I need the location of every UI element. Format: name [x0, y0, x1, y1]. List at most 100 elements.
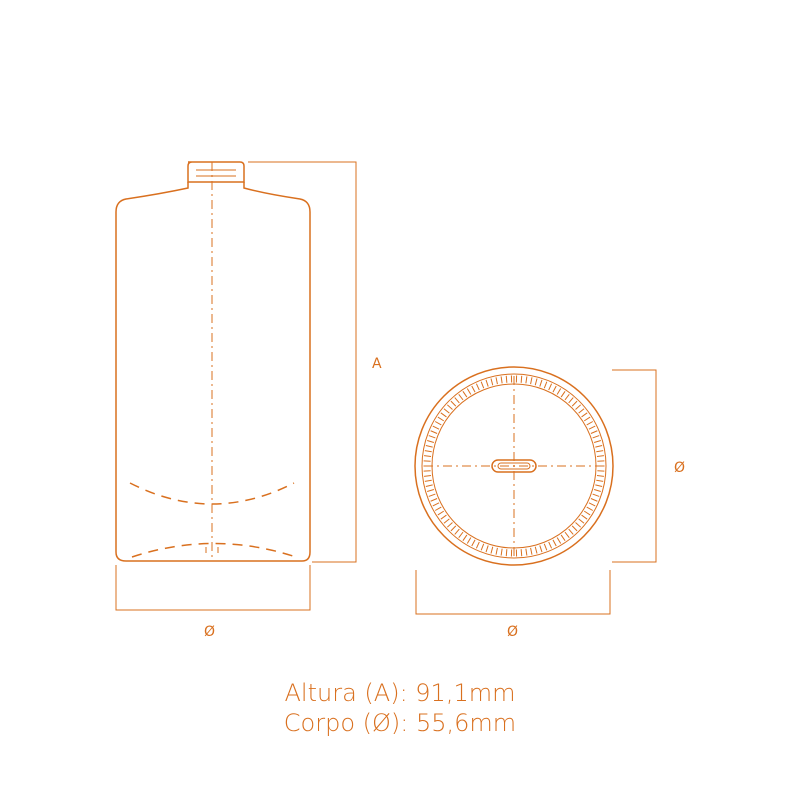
knurl-tooth — [450, 400, 457, 407]
knurl-tooth — [466, 537, 472, 544]
knurl-tooth — [490, 378, 494, 386]
knurl-tooth — [454, 528, 460, 535]
knurl-tooth — [434, 506, 442, 511]
knurl-tooth — [525, 376, 528, 384]
base-punt-curve — [131, 542, 297, 558]
knurl-tooth — [595, 445, 603, 448]
knurl-tooth — [480, 381, 485, 389]
bottle-top-view: Ø Ø — [414, 366, 685, 640]
knurl-tooth — [500, 548, 503, 556]
height-spec: Altura (A): 91,1mm — [284, 679, 516, 707]
knurl-tooth — [424, 455, 432, 457]
knurl-tooth — [427, 440, 435, 443]
knurl-tooth — [428, 435, 436, 439]
top-ring-outer — [421, 373, 607, 559]
knurl-tooth — [586, 421, 594, 426]
knurl-tooth — [548, 541, 553, 549]
top-center-slot — [491, 459, 537, 473]
knurl-tooth — [588, 425, 596, 430]
knurl-tooth — [424, 450, 432, 453]
knurl-tooth — [556, 537, 562, 544]
knurl-tooth — [430, 498, 438, 502]
knurl-tooth — [432, 425, 440, 430]
top-height-dimension-line — [612, 369, 657, 563]
knurl-tooth — [437, 510, 445, 516]
knurl-tooth — [450, 525, 457, 532]
knurl-tooth — [575, 522, 582, 528]
knurl-tooth — [564, 394, 570, 401]
knurl-tooth — [586, 506, 594, 511]
knurl-tooth — [495, 547, 498, 555]
knurl-tooth — [530, 547, 533, 555]
knurl-tooth — [578, 408, 585, 414]
knurl-tooth — [596, 475, 604, 477]
knurl-tooth — [471, 385, 476, 393]
knurl-tooth — [500, 376, 503, 384]
height-dimension-line — [248, 161, 357, 563]
knurl-tooth — [568, 397, 574, 404]
knurl-tooth — [475, 541, 480, 549]
knurl-tooth — [443, 518, 450, 524]
knurl-tooth — [443, 408, 450, 414]
knurl-tooth — [556, 388, 562, 395]
knurl-tooth — [592, 493, 600, 497]
knurl-tooth — [534, 546, 538, 554]
knurl-tooth — [458, 531, 464, 538]
bottle-side-view: A Ø — [115, 161, 382, 640]
knurl-tooth — [462, 534, 468, 541]
knurl-tooth — [596, 455, 604, 457]
knurl-tooth — [520, 375, 523, 383]
knurl-tooth — [425, 445, 433, 448]
knurl-tooth — [525, 548, 528, 556]
top-outer-circle — [414, 366, 614, 566]
bottle-body — [115, 182, 311, 562]
knurl-tooth — [588, 502, 596, 507]
knurl-tooth — [583, 416, 591, 422]
knurl-tooth — [583, 510, 591, 516]
knurl-tooth — [564, 531, 570, 538]
knurl-tooth — [593, 489, 601, 492]
knurl-tooth — [466, 388, 472, 395]
knurl-tooth — [595, 484, 603, 487]
knurl-tooth — [552, 385, 557, 393]
knurl-tooth — [485, 545, 489, 553]
side-width-dimension-line — [115, 565, 311, 611]
knurl-tooth — [571, 400, 578, 407]
top-height-dimension-label: Ø — [674, 460, 685, 476]
knurl-tooth — [590, 430, 598, 434]
knurl-tooth — [434, 421, 442, 426]
knurl-tooth — [454, 397, 460, 404]
top-width-dimension-label: Ø — [507, 624, 518, 640]
knurl-tooth — [552, 539, 557, 547]
knurl-tooth — [495, 377, 498, 385]
knurl-tooth — [490, 546, 494, 554]
knurl-tooth — [596, 479, 604, 482]
top-center-slot-inner — [497, 462, 531, 470]
knurl-tooth — [462, 391, 468, 398]
bottle-neck — [187, 161, 245, 183]
knurl-tooth — [425, 484, 433, 487]
side-width-dimension-label: Ø — [204, 624, 215, 640]
knurl-tooth — [571, 525, 578, 532]
knurl-tooth — [485, 379, 489, 387]
knurl-tooth — [581, 412, 588, 418]
knurl-tooth — [471, 539, 476, 547]
knurl-tooth — [592, 435, 600, 439]
knurl-tooth — [520, 549, 523, 557]
knurl-tooth — [530, 377, 533, 385]
knurl-tooth — [575, 404, 582, 410]
height-dimension-label: A — [372, 356, 382, 372]
knurl-tooth — [428, 493, 436, 497]
knurl-tooth — [578, 518, 585, 524]
knurl-tooth — [505, 375, 508, 383]
knurl-tooth — [539, 379, 543, 387]
knurl-tooth — [480, 543, 485, 551]
knurl-tooth — [543, 381, 548, 389]
knurl-tooth — [505, 549, 508, 557]
knurl-tooth — [437, 416, 445, 422]
knurl-tooth — [596, 450, 604, 453]
knurl-tooth — [440, 514, 447, 520]
knurl-tooth — [424, 475, 432, 477]
knurl-tooth — [581, 514, 588, 520]
